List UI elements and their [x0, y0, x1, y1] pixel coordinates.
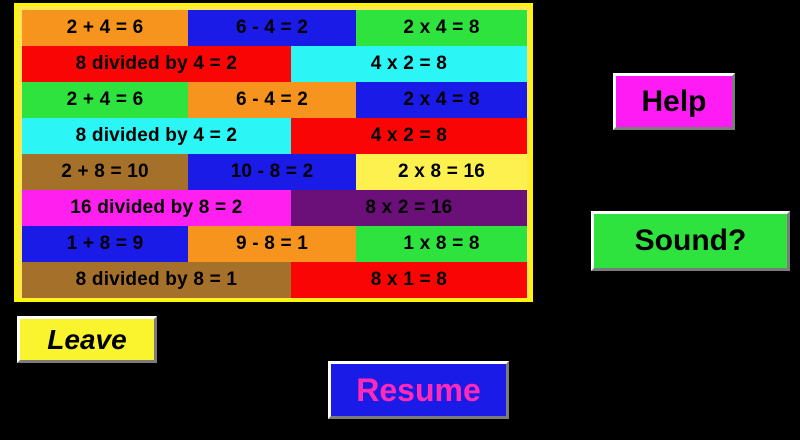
- leave-button[interactable]: Leave: [17, 316, 157, 363]
- help-button[interactable]: Help: [613, 73, 735, 130]
- fact-cell[interactable]: 8 x 1 = 8: [290, 262, 527, 298]
- fact-cell[interactable]: 2 x 4 = 8: [356, 10, 527, 46]
- fact-cell[interactable]: 16 divided by 8 = 2: [22, 190, 291, 226]
- resume-button-label: Resume: [356, 371, 481, 408]
- fact-cell[interactable]: 2 + 8 = 10: [22, 154, 189, 190]
- help-button-label: Help: [641, 84, 707, 118]
- fact-cell[interactable]: 2 + 4 = 6: [22, 82, 189, 118]
- fact-cell[interactable]: 8 divided by 4 = 2: [22, 46, 291, 82]
- fact-cell[interactable]: 2 x 4 = 8: [356, 82, 527, 118]
- fact-cell[interactable]: 10 - 8 = 2: [188, 154, 357, 190]
- fact-cell[interactable]: 9 - 8 = 1: [188, 226, 357, 262]
- sound-button-label: Sound?: [634, 224, 747, 257]
- fact-cell[interactable]: 2 x 8 = 16: [356, 154, 527, 190]
- fact-cell[interactable]: 6 - 4 = 2: [188, 82, 357, 118]
- fact-cell[interactable]: 4 x 2 = 8: [290, 46, 527, 82]
- resume-button[interactable]: Resume: [328, 361, 509, 419]
- fact-cell[interactable]: 6 - 4 = 2: [188, 10, 357, 46]
- fact-cell[interactable]: 2 + 4 = 6: [22, 10, 189, 46]
- fact-cell[interactable]: 8 x 2 = 16: [290, 190, 527, 226]
- leave-button-label: Leave: [47, 323, 127, 355]
- fact-cell[interactable]: 4 x 2 = 8: [290, 118, 527, 154]
- fact-cell[interactable]: 8 divided by 8 = 1: [22, 262, 291, 298]
- sound-button[interactable]: Sound?: [591, 211, 790, 271]
- fact-cell[interactable]: 1 + 8 = 9: [22, 226, 189, 262]
- fact-cell[interactable]: 8 divided by 4 = 2: [22, 118, 291, 154]
- fact-cell[interactable]: 1 x 8 = 8: [356, 226, 527, 262]
